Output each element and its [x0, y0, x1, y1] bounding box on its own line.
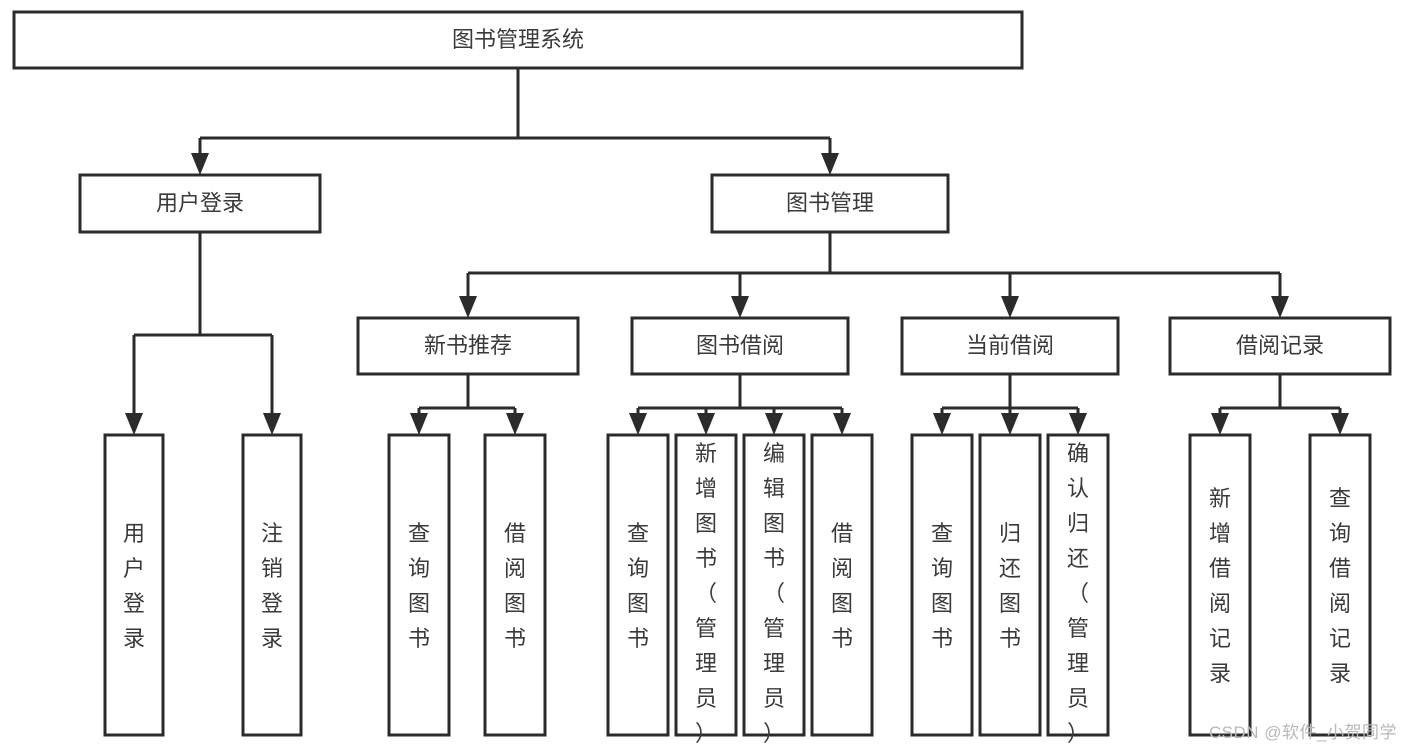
- leaf-confirm-return[interactable]: 确认归还（管理员）: [1046, 433, 1110, 746]
- node-user-login[interactable]: 用户登录: [78, 173, 322, 234]
- arrow-head-icon: [191, 153, 209, 175]
- arrow-head-icon: [1271, 296, 1289, 318]
- leaf-logout-login-label: 注销登录: [261, 521, 283, 651]
- leaf-query-book-3-rect: [910, 433, 974, 737]
- arrow-head-icon: [1001, 413, 1019, 435]
- node-new-book-recommend-rect: [356, 316, 580, 376]
- leaf-add-borrow-record[interactable]: 新增借阅记录: [1188, 433, 1252, 737]
- node-current-borrow-label: 当前借阅: [966, 333, 1054, 358]
- leaf-borrow-book-2-label: 借阅图书: [831, 521, 853, 651]
- leaf-query-book-3-label: 查询图书: [931, 521, 953, 651]
- arrow-head-icon: [629, 413, 647, 435]
- leaf-borrow-book-1[interactable]: 借阅图书: [483, 433, 547, 737]
- leaf-edit-book-label: 编辑图书（管理员）: [763, 441, 785, 746]
- node-book-borrow[interactable]: 图书借阅: [630, 316, 850, 376]
- node-title[interactable]: 图书管理系统: [12, 10, 1024, 70]
- arrow-head-icon: [1211, 413, 1229, 435]
- leaf-borrow-book-1-rect: [483, 433, 547, 737]
- node-user-login-rect: [78, 173, 322, 234]
- arrow-head-icon: [506, 413, 524, 435]
- leaf-query-book-2-rect: [606, 433, 670, 737]
- leaf-return-book-rect: [978, 433, 1042, 737]
- leaf-add-book-rect: [674, 433, 738, 737]
- node-book-management-label: 图书管理: [786, 190, 874, 215]
- arrow-head-icon: [410, 413, 428, 435]
- leaf-logout-login[interactable]: 注销登录: [241, 433, 303, 737]
- arrow-head-icon: [933, 413, 951, 435]
- leaf-confirm-return-rect: [1046, 433, 1110, 737]
- leaf-borrow-book-2-rect: [810, 433, 874, 737]
- node-current-borrow[interactable]: 当前借阅: [900, 316, 1120, 376]
- arrow-head-icon: [1001, 296, 1019, 318]
- node-title-label: 图书管理系统: [452, 27, 584, 52]
- node-new-book-recommend[interactable]: 新书推荐: [356, 316, 580, 376]
- leaf-add-book[interactable]: 新增图书（管理员）: [674, 433, 738, 746]
- arrow-head-icon: [833, 413, 851, 435]
- node-book-borrow-label: 图书借阅: [696, 333, 784, 358]
- node-current-borrow-rect: [900, 316, 1120, 376]
- node-title-rect: [12, 10, 1024, 70]
- leaf-query-book-1-label: 查询图书: [408, 521, 430, 651]
- leaf-borrow-book-1-label: 借阅图书: [504, 521, 526, 651]
- node-new-book-recommend-label: 新书推荐: [424, 333, 512, 358]
- arrow-head-icon: [731, 296, 749, 318]
- leaf-user-login-label: 用户登录: [123, 521, 145, 651]
- arrow-head-icon: [821, 153, 839, 175]
- node-book-management-rect: [710, 173, 950, 234]
- leaf-edit-book[interactable]: 编辑图书（管理员）: [742, 433, 806, 746]
- arrow-head-icon: [1069, 413, 1087, 435]
- arrow-head-icon: [1331, 413, 1349, 435]
- leaf-add-borrow-record-rect: [1188, 433, 1252, 737]
- leaf-query-borrow-record-label: 查询借阅记录: [1329, 486, 1351, 686]
- leaf-user-login-rect: [103, 433, 165, 737]
- node-borrow-record[interactable]: 借阅记录: [1168, 316, 1392, 376]
- node-book-management[interactable]: 图书管理: [710, 173, 950, 234]
- csdn-watermark: CSDN @软件_小贺同学: [1208, 723, 1397, 742]
- leaf-edit-book-rect: [742, 433, 806, 737]
- leaf-user-login[interactable]: 用户登录: [103, 433, 165, 737]
- leaf-query-book-2-label: 查询图书: [627, 521, 649, 651]
- leaf-logout-login-rect: [241, 433, 303, 737]
- leaf-borrow-book-2[interactable]: 借阅图书: [810, 433, 874, 737]
- arrow-head-icon: [459, 296, 477, 318]
- node-borrow-record-rect: [1168, 316, 1392, 376]
- arrow-head-icon: [125, 413, 143, 435]
- leaf-query-book-2[interactable]: 查询图书: [606, 433, 670, 737]
- arrow-head-icon: [263, 413, 281, 435]
- leaf-query-book-1-rect: [387, 433, 451, 737]
- leaf-query-borrow-record[interactable]: 查询借阅记录: [1308, 433, 1372, 737]
- arrow-head-icon: [765, 413, 783, 435]
- arrow-head-icon: [697, 413, 715, 435]
- node-book-borrow-rect: [630, 316, 850, 376]
- leaf-add-book-label: 新增图书（管理员）: [695, 441, 717, 746]
- leaf-query-book-3[interactable]: 查询图书: [910, 433, 974, 737]
- leaf-return-book-label: 归还图书: [999, 521, 1021, 651]
- leaf-return-book[interactable]: 归还图书: [978, 433, 1042, 737]
- node-borrow-record-label: 借阅记录: [1236, 333, 1324, 358]
- leaf-confirm-return-label: 确认归还（管理员）: [1067, 441, 1089, 746]
- node-user-login-label: 用户登录: [156, 190, 244, 215]
- leaf-query-borrow-record-rect: [1308, 433, 1372, 737]
- leaf-add-borrow-record-label: 新增借阅记录: [1209, 486, 1231, 686]
- leaf-query-book-1[interactable]: 查询图书: [387, 433, 451, 737]
